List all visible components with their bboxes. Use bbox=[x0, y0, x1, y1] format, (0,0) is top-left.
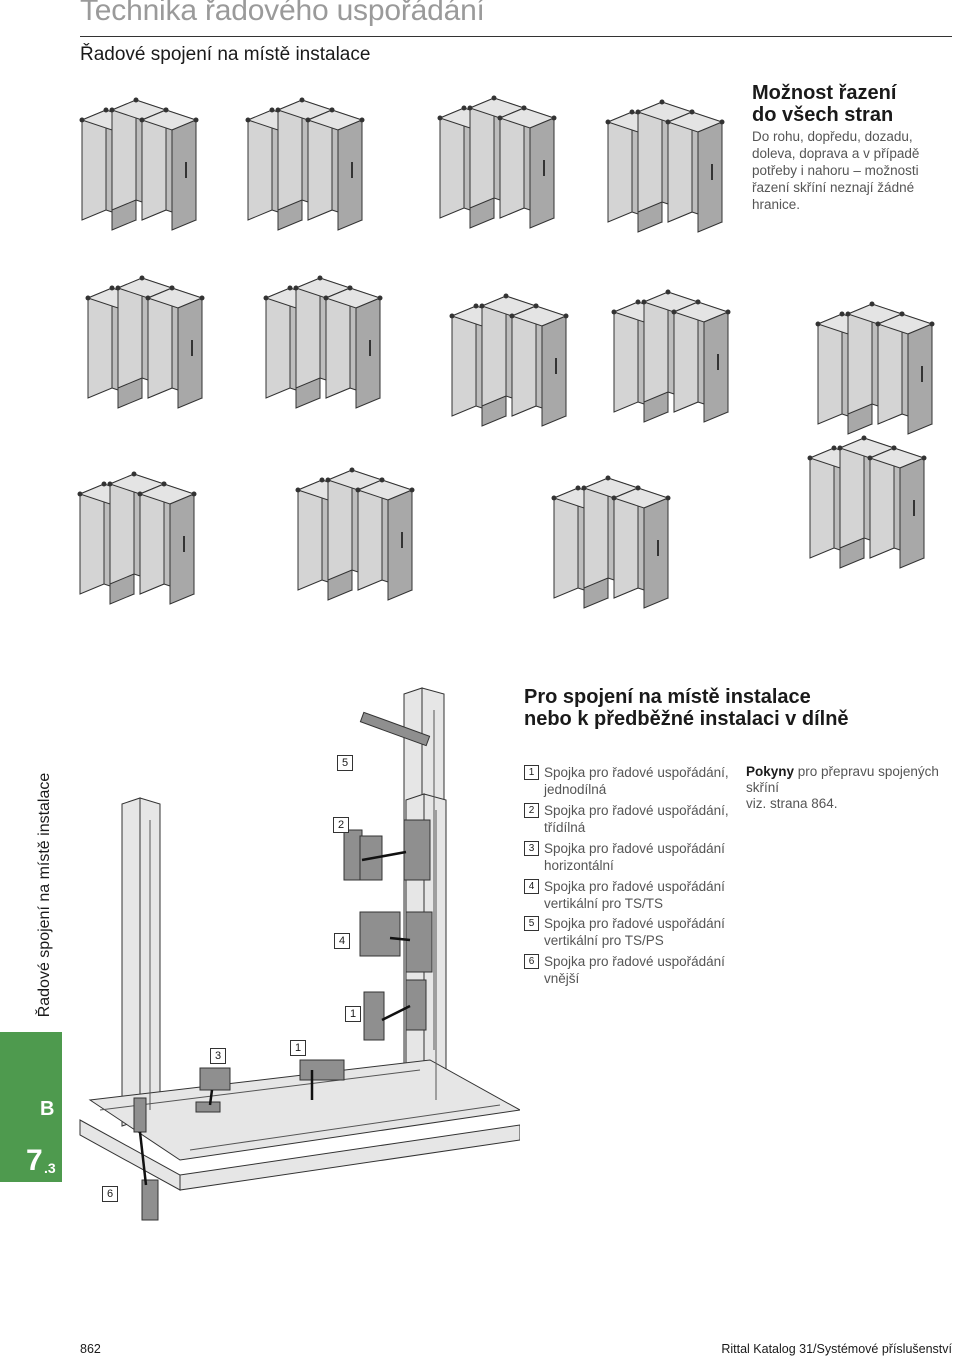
cabinet-group bbox=[552, 476, 671, 609]
callout-6: 6 bbox=[102, 1186, 118, 1202]
callout-5: 5 bbox=[337, 755, 353, 771]
legend-text: Spojka pro řadové uspořádání horizontáln… bbox=[544, 841, 725, 873]
legend-item: 4 Spojka pro řadové uspořádání vertikáln… bbox=[524, 878, 729, 912]
cabinet-group bbox=[438, 96, 557, 229]
cabinet-group bbox=[80, 98, 199, 231]
cabinet-group bbox=[612, 290, 731, 423]
legend-text: Spojka pro řadové uspořádání, třídílná bbox=[544, 803, 729, 835]
legend-text: Spojka pro řadové uspořádání vertikální … bbox=[544, 916, 725, 948]
feature-heading-line2: do všech stran bbox=[752, 104, 894, 126]
cabinet-group bbox=[808, 436, 927, 569]
callout-3: 3 bbox=[210, 1048, 226, 1064]
legend-number: 3 bbox=[524, 841, 539, 856]
feature-text: Do rohu, dopředu, dozadu, doleva, doprav… bbox=[752, 129, 920, 212]
header-rule bbox=[80, 36, 952, 37]
legend-item: 5 Spojka pro řadové uspořádání vertikáln… bbox=[524, 915, 729, 949]
note-ref: viz. strana 864. bbox=[746, 796, 838, 811]
page-title: Technika řadového uspořádání bbox=[80, 0, 485, 27]
connector-drawing bbox=[79, 687, 520, 1221]
cabinet-group bbox=[78, 472, 197, 605]
legend-number: 5 bbox=[524, 916, 539, 931]
callout-1: 1 bbox=[345, 1006, 361, 1022]
callout-1: 1 bbox=[290, 1040, 306, 1056]
side-label-text: Řadové spojení na místě instalace bbox=[36, 772, 53, 1018]
side-section-label: Řadové spojení na místě instalace bbox=[30, 760, 60, 1030]
legend-item: 2 Spojka pro řadové uspořádání, třídílná bbox=[524, 802, 729, 836]
legend-text: Spojka pro řadové uspořádání vnější bbox=[544, 954, 725, 986]
note-text: pro přepravu spojených skříní bbox=[746, 764, 939, 795]
cabinet-group bbox=[606, 100, 725, 233]
legend-number: 6 bbox=[524, 954, 539, 969]
chapter-tab bbox=[0, 1032, 62, 1182]
note-bold: Pokyny bbox=[746, 764, 795, 779]
chapter-number: 7 bbox=[26, 1144, 43, 1177]
cabinet-group bbox=[246, 98, 365, 231]
legend-number: 1 bbox=[524, 765, 539, 780]
legend-item: 3 Spojka pro řadové uspořádání horizontá… bbox=[524, 840, 729, 874]
legend-text: Spojka pro řadové uspořádání, jednodílná bbox=[544, 765, 729, 797]
cabinet-group bbox=[264, 276, 383, 409]
cabinet-illustrations bbox=[0, 0, 960, 680]
legend-item: 6 Spojka pro řadové uspořádání vnější bbox=[524, 953, 729, 987]
feature-heading-line1: Možnost řazení bbox=[752, 82, 897, 104]
section-subtitle: Řadové spojení na místě instalace bbox=[80, 44, 371, 65]
connection-heading: Pro spojení na místě instalace nebo k př… bbox=[524, 686, 849, 730]
page-number: 862 bbox=[80, 1342, 101, 1356]
feature-heading: Možnost řazení do všech stran bbox=[752, 82, 896, 126]
cabinet-group bbox=[450, 294, 569, 427]
connection-heading-line2: nebo k předběžné instalaci v dílně bbox=[524, 708, 849, 730]
connection-heading-line1: Pro spojení na místě instalace bbox=[524, 686, 811, 708]
callout-4: 4 bbox=[334, 933, 350, 949]
cabinet-group bbox=[816, 302, 935, 435]
chapter-subnumber: .3 bbox=[44, 1160, 56, 1176]
legend-number: 4 bbox=[524, 879, 539, 894]
legend-number: 2 bbox=[524, 803, 539, 818]
cabinet-group bbox=[86, 276, 205, 409]
callout-2: 2 bbox=[333, 817, 349, 833]
legend-item: 1 Spojka pro řadové uspořádání, jednodíl… bbox=[524, 764, 729, 798]
legend-text: Spojka pro řadové uspořádání vertikální … bbox=[544, 879, 725, 911]
catalog-reference: Rittal Katalog 31/Systémové příslušenstv… bbox=[721, 1342, 952, 1356]
cabinet-group bbox=[296, 468, 415, 601]
chapter-letter: B bbox=[40, 1098, 55, 1120]
transport-note: Pokyny pro přepravu spojených skříní viz… bbox=[746, 764, 954, 812]
